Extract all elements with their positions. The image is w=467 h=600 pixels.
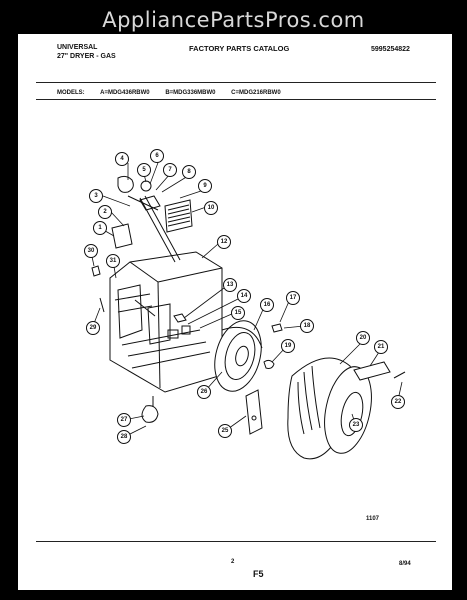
dryer-cabinet-drawing	[109, 251, 223, 393]
svg-text:5: 5	[142, 167, 146, 173]
lint-grille-drawing	[164, 199, 193, 233]
svg-text:6: 6	[155, 153, 159, 159]
callout-10: 10	[204, 201, 218, 215]
watermark: AppliancePartsPros.com	[102, 8, 365, 32]
catalog-title: FACTORY PARTS CATALOG	[189, 44, 290, 53]
callout-32: 31	[106, 254, 120, 268]
svg-text:12: 12	[221, 239, 228, 245]
drum-drawing	[287, 357, 372, 460]
svg-text:1: 1	[98, 225, 102, 231]
model-b: B=MDG336MBW0	[165, 90, 216, 96]
svg-text:15: 15	[235, 310, 242, 316]
callout-1: 1	[93, 221, 107, 235]
svg-text:18: 18	[304, 323, 311, 329]
header-rule-bottom	[36, 99, 436, 100]
svg-text:30: 30	[88, 248, 95, 254]
svg-text:19: 19	[285, 343, 292, 349]
svg-text:26: 26	[201, 389, 208, 395]
svg-text:31: 31	[110, 258, 117, 264]
callout-31: 30	[84, 244, 98, 258]
svg-text:28: 28	[121, 434, 128, 440]
svg-text:16: 16	[264, 302, 271, 308]
small-parts-drawing	[91, 265, 283, 423]
footer-rule	[36, 541, 436, 542]
section-code: F5	[253, 569, 264, 579]
svg-text:29: 29	[90, 325, 97, 331]
svg-text:13: 13	[227, 282, 234, 288]
svg-text:4: 4	[120, 156, 124, 162]
svg-text:3: 3	[94, 193, 98, 199]
callout-2: 2	[98, 205, 112, 219]
callout-28: 27	[117, 413, 131, 427]
model-a: A=MDG436RBW0	[100, 90, 150, 96]
svg-text:14: 14	[241, 293, 248, 299]
page-number: 2	[231, 559, 235, 565]
svg-text:25: 25	[222, 428, 229, 434]
svg-text:17: 17	[290, 295, 297, 301]
callout-4: 4	[115, 152, 129, 166]
callout-6: 6	[150, 149, 164, 163]
callout-15: 15	[231, 306, 245, 320]
callout-18: 18	[300, 319, 314, 333]
figure-code: 1107	[366, 516, 380, 522]
drum-baffle-drawing	[353, 361, 406, 381]
callout-27: 26	[197, 385, 211, 399]
callout-21: 20	[356, 331, 370, 345]
callout-23: 22	[391, 395, 405, 409]
callout-19: 19	[281, 339, 295, 353]
models-label: MODELS:	[57, 90, 85, 96]
callout-16: 16	[260, 298, 274, 312]
svg-text:23: 23	[353, 422, 360, 428]
callout-12: 12	[217, 235, 231, 249]
callout-26: 25	[218, 424, 232, 438]
svg-text:10: 10	[208, 205, 215, 211]
svg-text:2: 2	[103, 209, 107, 215]
svg-text:20: 20	[360, 335, 367, 341]
svg-text:8: 8	[187, 169, 191, 175]
callout-30: 29	[86, 321, 100, 335]
svg-text:27: 27	[121, 417, 128, 423]
svg-text:7: 7	[168, 167, 172, 173]
callout-5: 5	[137, 163, 151, 177]
callout-14: 14	[237, 289, 251, 303]
callout-13: 13	[223, 278, 237, 292]
brand-label: UNIVERSAL	[57, 44, 98, 51]
svg-text:22: 22	[395, 399, 402, 405]
bracket-drawing	[245, 389, 263, 435]
svg-text:9: 9	[203, 183, 207, 189]
revision-date: 8/94	[399, 561, 411, 567]
burner-assembly-drawing	[111, 175, 181, 263]
product-label: 27" DRYER - GAS	[57, 53, 116, 60]
models-line: MODELS: A=MDG436RBW0 B=MDG336MBW0 C=MDG2…	[57, 90, 295, 96]
blower-housing-drawing	[214, 320, 263, 392]
catalog-number: 5995254822	[371, 46, 410, 53]
callout-29: 28	[117, 430, 131, 444]
callout-17: 17	[286, 291, 300, 305]
callout-8: 8	[182, 165, 196, 179]
callout-9: 9	[198, 179, 212, 193]
callout-22: 21	[374, 340, 388, 354]
header-rule-top	[36, 82, 436, 83]
callout-3: 3	[89, 189, 103, 203]
callout-7: 7	[163, 163, 177, 177]
model-c: C=MDG216RBW0	[231, 90, 281, 96]
callout-25: 23	[349, 418, 363, 432]
svg-text:21: 21	[378, 344, 385, 350]
